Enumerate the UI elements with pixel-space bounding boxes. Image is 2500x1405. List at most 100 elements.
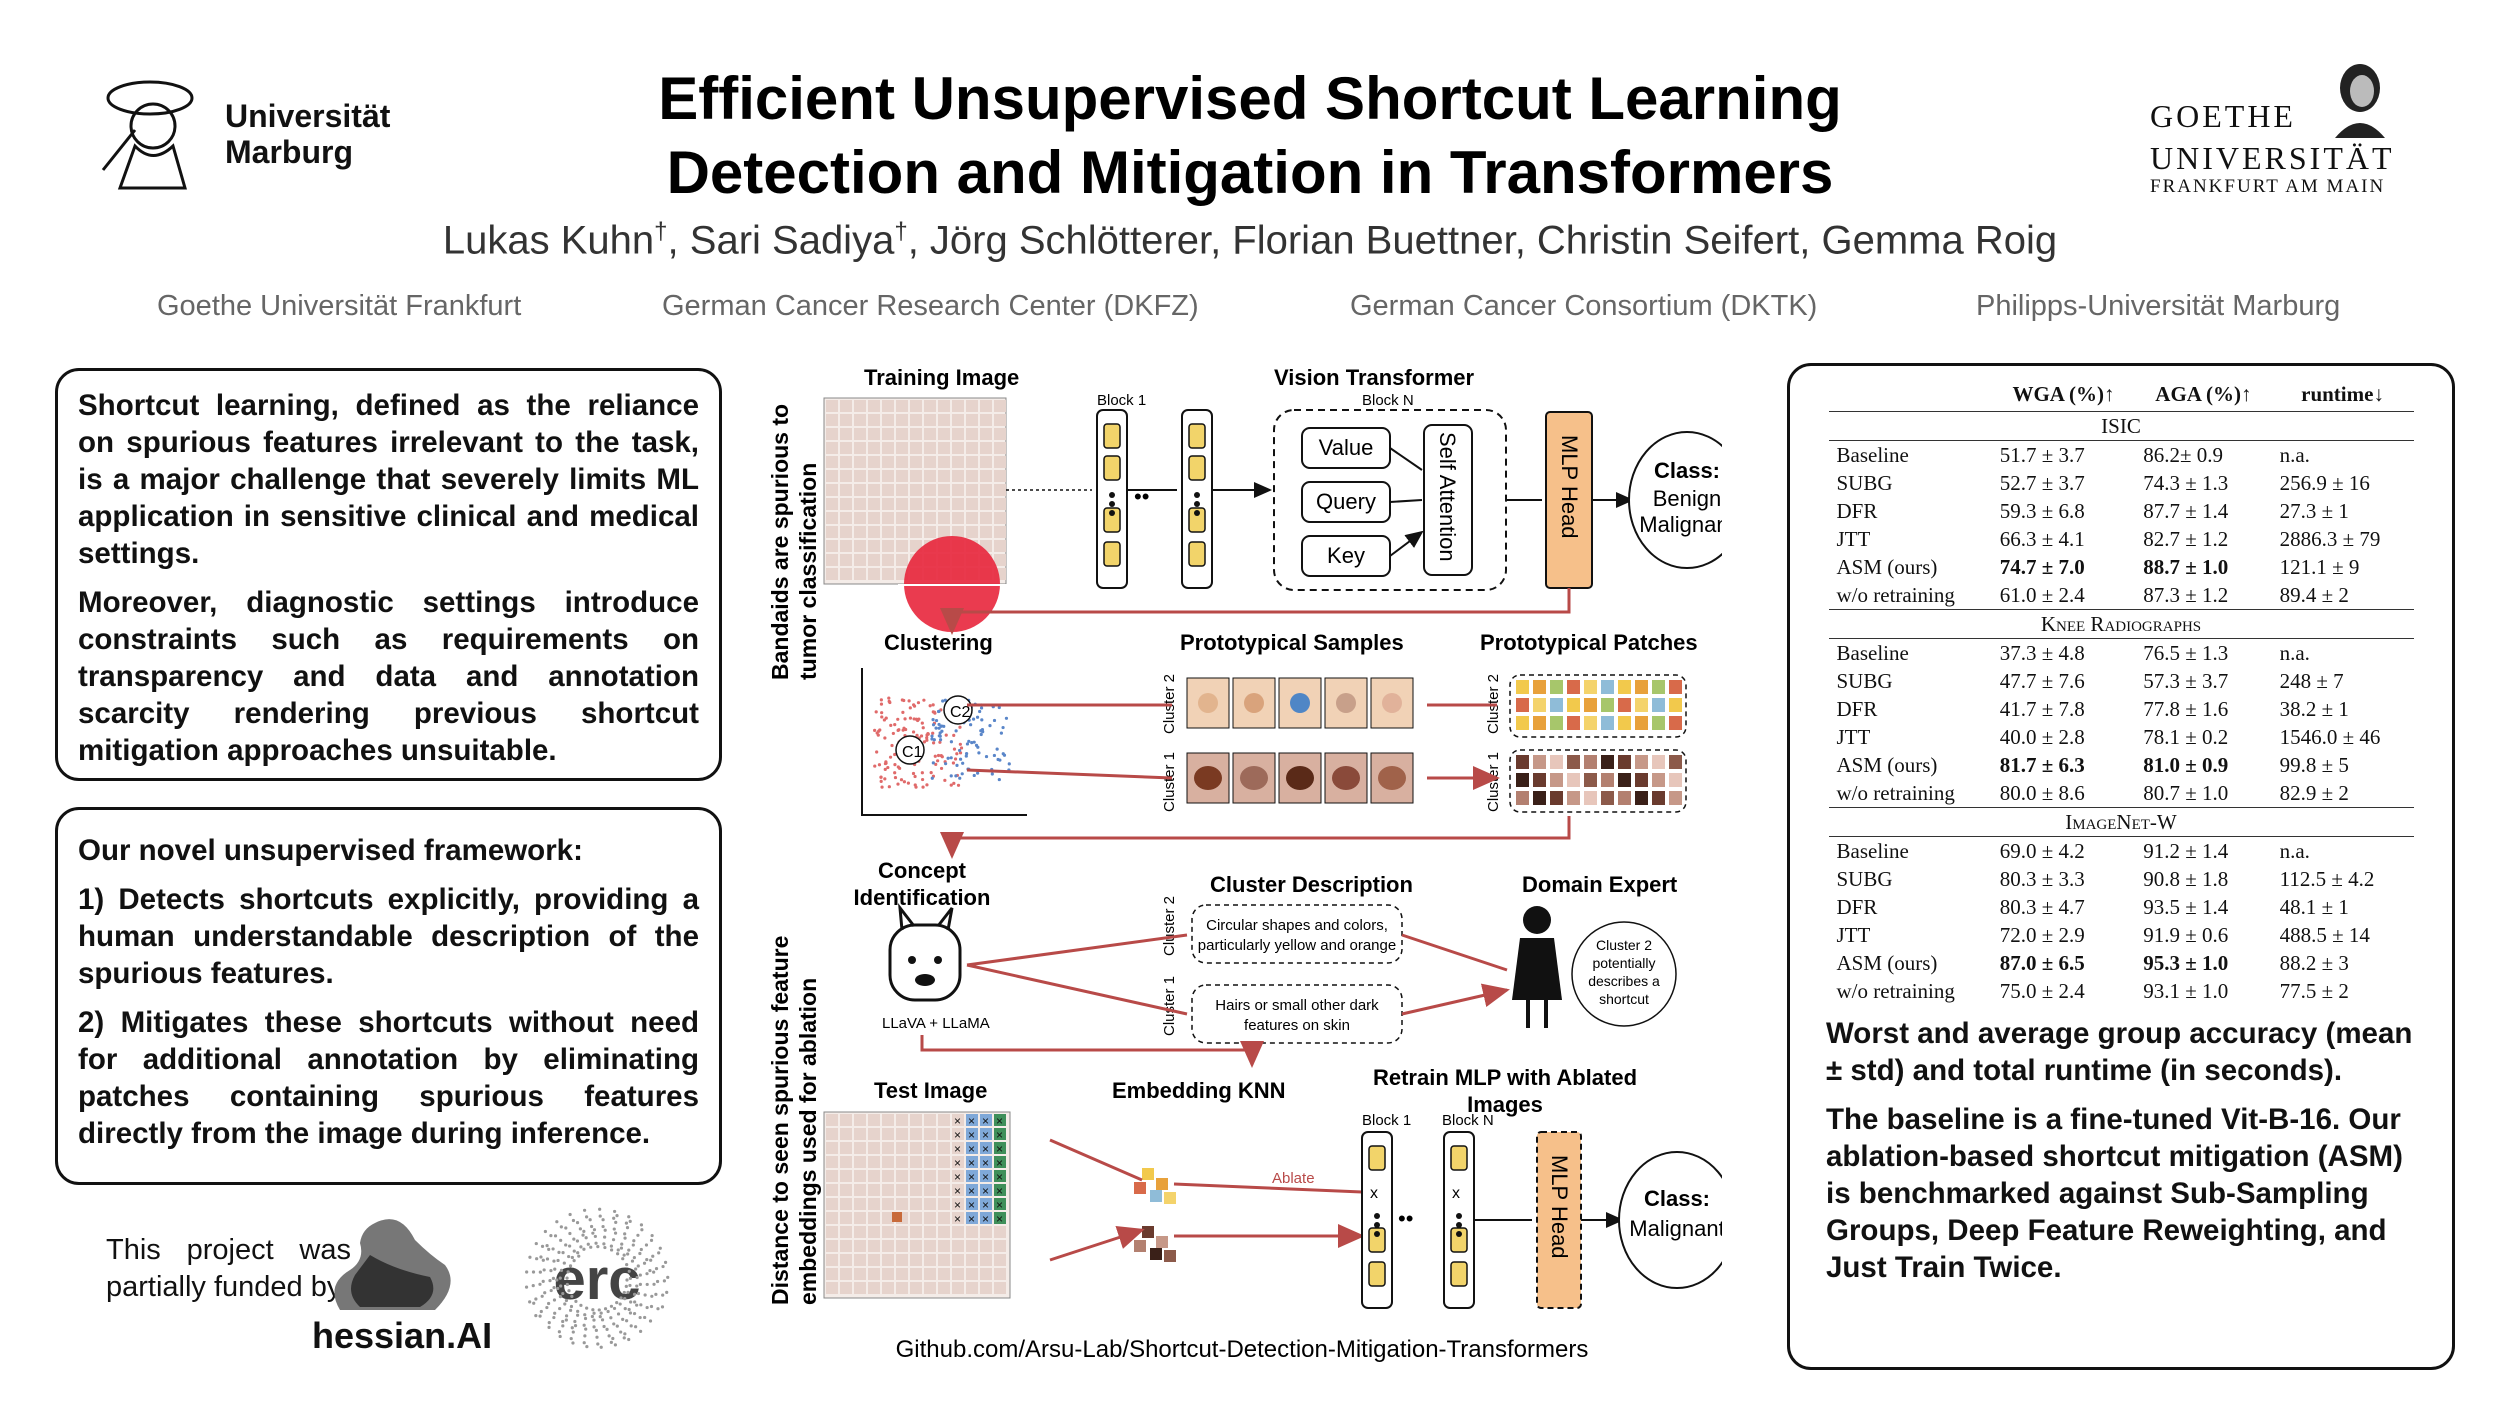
patch — [1652, 791, 1665, 805]
mlp-head-box: MLP Head — [1545, 411, 1593, 589]
patch-cell — [896, 1128, 908, 1140]
erc-dot — [559, 1268, 564, 1273]
patch-cell — [910, 1282, 922, 1294]
patch-cell — [938, 470, 950, 482]
patch-cell — [966, 1254, 978, 1266]
erc-dot — [625, 1278, 629, 1282]
patch — [1635, 791, 1648, 805]
erc-dot — [558, 1295, 563, 1299]
erc-dot — [584, 1236, 588, 1240]
svg-text:×: × — [996, 1212, 1003, 1226]
embedding-knn-label: Embedding KNN — [1112, 1078, 1286, 1103]
patch-cell — [994, 442, 1006, 454]
patch-cell — [924, 414, 936, 426]
desc2-line1: Circular shapes and colors, — [1206, 917, 1388, 934]
erc-dot — [625, 1319, 629, 1323]
patch-cell — [924, 1198, 936, 1210]
goethe-line1: GOETHE — [2150, 98, 2296, 134]
erc-dot — [592, 1325, 596, 1329]
patch-cell — [910, 540, 922, 552]
patch — [1533, 773, 1546, 787]
patch — [1584, 698, 1597, 712]
patch — [1533, 755, 1546, 769]
patch-cell — [868, 442, 880, 454]
section-name: ISIC — [1828, 411, 2414, 441]
github-link[interactable]: Github.com/Arsu-Lab/Shortcut-Detection-M… — [896, 1336, 1589, 1363]
patch-cell — [854, 568, 866, 580]
erc-dot — [602, 1242, 606, 1246]
patch-cell — [882, 400, 894, 412]
patch — [1516, 680, 1529, 694]
patch — [1635, 773, 1648, 787]
patch-cell — [952, 512, 964, 524]
patch — [1567, 716, 1580, 730]
erc-dot — [594, 1241, 598, 1245]
patch-cell — [980, 1156, 992, 1168]
erc-dot — [561, 1251, 565, 1255]
patch-cell — [854, 428, 866, 440]
erc-dot — [540, 1244, 545, 1248]
patch-cell — [924, 400, 936, 412]
patch-cell — [966, 498, 978, 510]
query-text: Query — [1316, 489, 1376, 514]
patch-cell — [952, 526, 964, 538]
patch-cell — [896, 1170, 908, 1182]
patch-cell — [896, 1198, 908, 1210]
erc-dot — [585, 1306, 589, 1310]
query-box: Query — [1301, 481, 1391, 523]
svg-text:x: x — [1370, 1185, 1378, 1202]
cell-rt: 38.2 ± 1 — [2279, 696, 2349, 721]
patch — [1550, 755, 1563, 769]
cell-rt: 88.2 ± 3 — [2279, 950, 2349, 975]
patch — [1516, 791, 1529, 805]
patch-cell — [882, 568, 894, 580]
erc-logo: erc — [522, 1205, 672, 1355]
patch-cell — [994, 1268, 1006, 1280]
erc-dot — [609, 1248, 614, 1252]
erc-dot — [602, 1324, 606, 1329]
side-label-top-2: tumor classification — [795, 463, 821, 680]
patch-cell — [994, 512, 1006, 524]
erc-dot — [539, 1309, 543, 1314]
patch-cell — [840, 1240, 852, 1252]
erc-dot — [585, 1345, 589, 1349]
patch-cell — [882, 1212, 894, 1224]
erc-dot — [615, 1214, 619, 1218]
patch-cell — [896, 1114, 908, 1126]
patch-cell — [980, 1254, 992, 1266]
patch-cell — [896, 512, 908, 524]
patch — [1567, 698, 1580, 712]
erc-dot — [558, 1334, 562, 1339]
patch-cell — [938, 428, 950, 440]
erc-dot — [551, 1276, 556, 1280]
patch-cell — [910, 400, 922, 412]
patch-cell — [980, 1240, 992, 1252]
erc-dot — [638, 1251, 642, 1256]
block1-label: Block 1 — [1097, 392, 1146, 409]
erc-dot — [650, 1233, 654, 1238]
patch-cell — [854, 1128, 866, 1140]
erc-dot — [557, 1250, 561, 1254]
hessian-logo: hessian.AI — [310, 1215, 500, 1356]
side-label-bottom-2: embeddings used for ablation — [795, 978, 821, 1305]
cell-method: DFR — [1836, 894, 1878, 919]
patch-cell — [938, 1184, 950, 1196]
cell-wga: 81.7 ± 6.3 — [1999, 752, 2085, 777]
patch-cell — [840, 414, 852, 426]
knn-patch — [1150, 1190, 1162, 1202]
patch-cell — [966, 1170, 978, 1182]
patch-cell — [882, 1114, 894, 1126]
patch-cell — [854, 442, 866, 454]
desc1-line1: Hairs or small other dark — [1215, 997, 1379, 1014]
patch-cell — [938, 1142, 950, 1154]
patch-cell — [854, 456, 866, 468]
patch-cell — [826, 568, 838, 580]
patch-cell — [868, 526, 880, 538]
author-name: Sari Sadiya — [689, 218, 895, 263]
erc-dot — [622, 1290, 626, 1295]
patch — [1601, 791, 1614, 805]
patch — [1618, 791, 1631, 805]
